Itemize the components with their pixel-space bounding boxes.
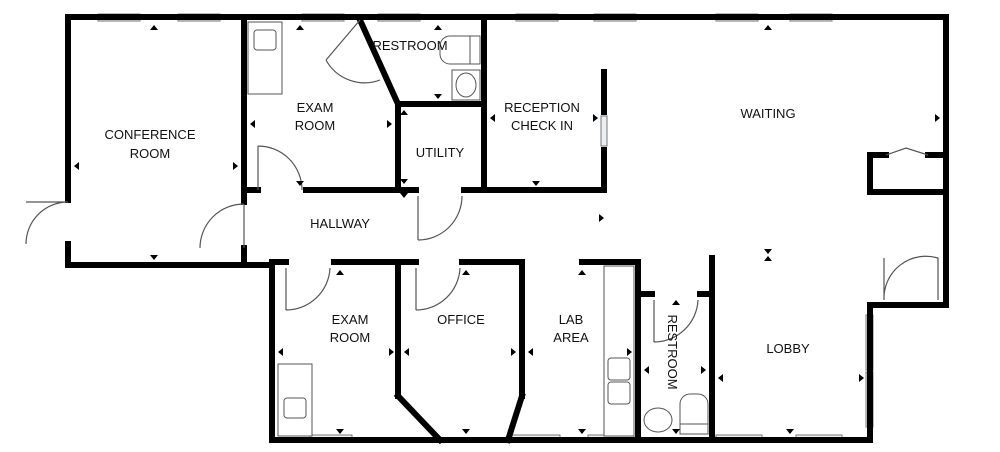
doors <box>25 19 939 343</box>
label-exam-room-bottom-line2: ROOM <box>330 330 370 345</box>
label-lab-line2: AREA <box>553 330 589 345</box>
label-waiting: WAITING <box>740 106 795 121</box>
label-lobby: LOBBY <box>766 341 810 356</box>
label-exam-room-top-line2: ROOM <box>295 118 335 133</box>
label-exam-room-top-line1: EXAM <box>297 100 334 115</box>
label-lab-line1: LAB <box>559 312 584 327</box>
label-restroom-top: RESTROOM <box>372 38 447 53</box>
walls <box>65 14 949 445</box>
label-utility: UTILITY <box>416 145 465 160</box>
label-conference-room-line2: ROOM <box>130 146 170 161</box>
label-office: OFFICE <box>437 312 485 327</box>
label-reception-line1: RECEPTION <box>504 100 580 115</box>
label-conference-room-line1: CONFERENCE <box>104 127 195 142</box>
label-exam-room-bottom-line1: EXAM <box>332 312 369 327</box>
label-restroom-right: RESTROOM <box>665 314 680 389</box>
fixtures <box>247 21 709 437</box>
label-hallway: HALLWAY <box>310 216 370 231</box>
room-labels: CONFERENCE ROOM EXAM ROOM RESTROOM UTILI… <box>104 38 810 390</box>
label-reception-line2: CHECK IN <box>511 118 573 133</box>
